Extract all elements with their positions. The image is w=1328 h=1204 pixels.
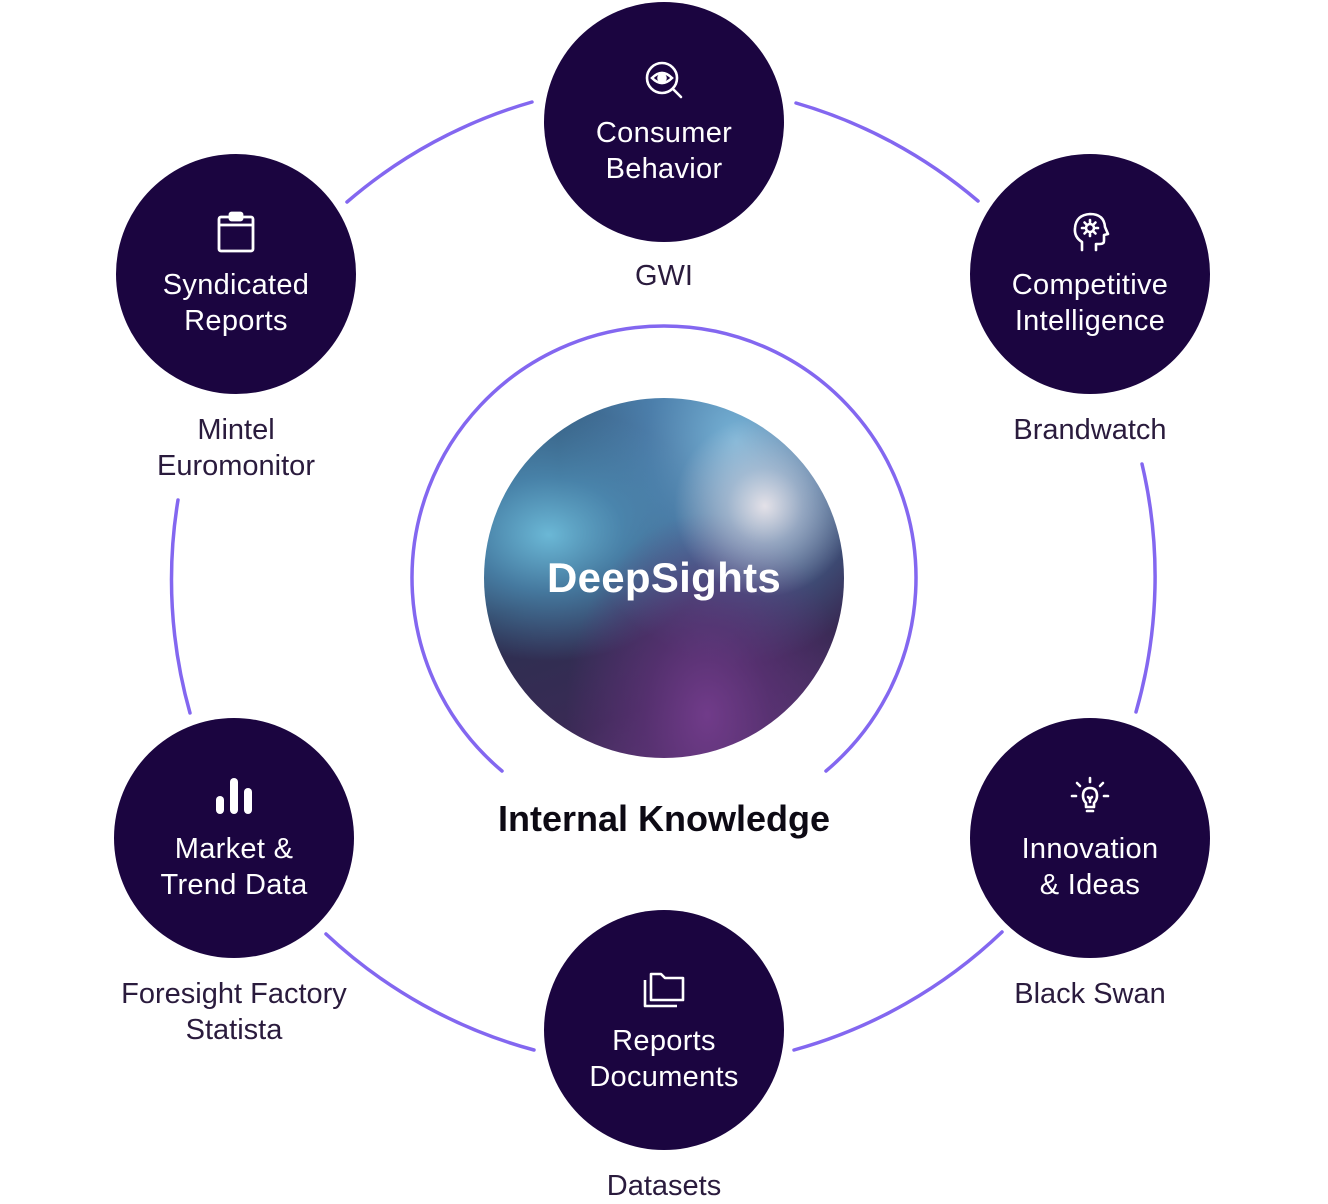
outer-ring-arc: [169, 498, 192, 715]
node-reports-documents: Reports Documents: [544, 910, 784, 1150]
node-sources: Datasets: [606, 1170, 722, 1202]
node-sources: Foresight Factory Statista: [121, 978, 347, 1046]
outer-ring-arc: [792, 930, 1004, 1052]
node-market-trend-data: Market & Trend Data: [114, 718, 354, 958]
node-sources: Black Swan: [1014, 978, 1166, 1010]
head-gear-icon: [1067, 209, 1113, 255]
deepsights-orb: DeepSights: [484, 398, 844, 758]
node-syndicated-reports: Syndicated Reports: [116, 154, 356, 394]
outer-ring-arc: [1134, 462, 1157, 714]
outer-ring-arc: [324, 932, 536, 1052]
folders-icon: [641, 965, 687, 1011]
node-competitive-intelligence: Competitive Intelligence: [970, 154, 1210, 394]
eye-magnifier-icon: [641, 57, 687, 103]
node-sources: Mintel Euromonitor: [157, 414, 315, 482]
inner-ring-arc: [410, 324, 918, 773]
node-title: Innovation & Ideas: [1021, 833, 1159, 901]
center-title: DeepSights: [546, 554, 782, 601]
internal-knowledge-label: Internal Knowledge: [497, 798, 831, 839]
node-title: Reports Documents: [589, 1025, 739, 1093]
node-innovation-ideas: Innovation & Ideas: [970, 718, 1210, 958]
node-title: Consumer Behavior: [595, 117, 733, 185]
bar-chart-icon: [211, 773, 257, 819]
node-title: Syndicated Reports: [162, 269, 310, 337]
node-sources: GWI: [635, 260, 693, 292]
node-sources: Brandwatch: [1013, 414, 1167, 446]
clipboard-icon: [213, 209, 259, 255]
node-title: Market & Trend Data: [160, 833, 308, 901]
outer-ring-arc: [345, 100, 534, 204]
node-consumer-behavior: Consumer Behavior: [544, 2, 784, 242]
outer-ring-arc: [794, 101, 980, 203]
lightbulb-icon: [1067, 773, 1113, 819]
node-title: Competitive Intelligence: [1011, 269, 1169, 337]
